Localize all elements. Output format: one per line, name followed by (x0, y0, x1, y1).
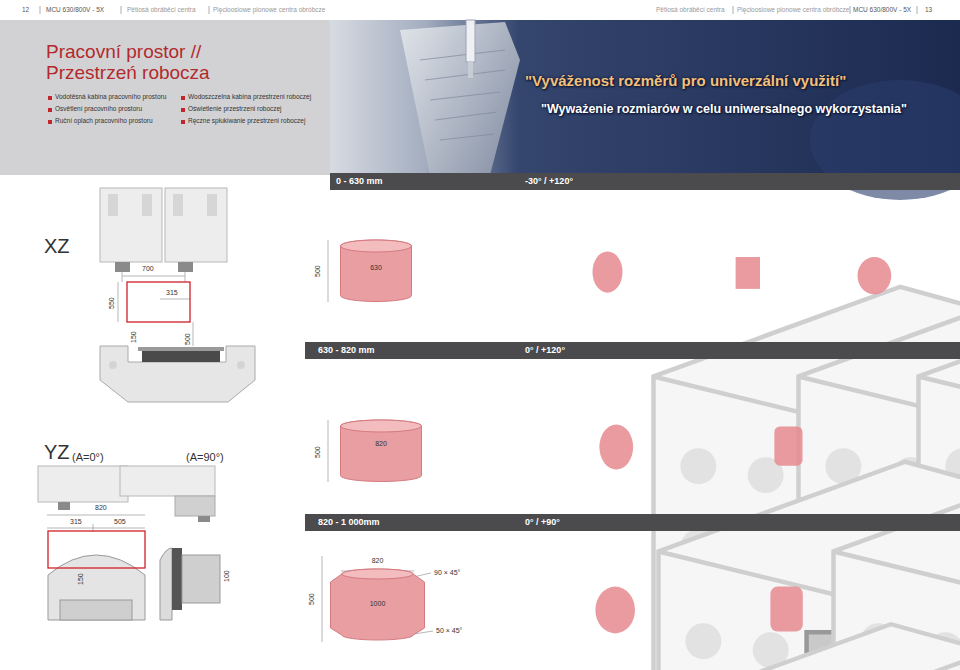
cylinder-top (341, 240, 412, 252)
feature-item: Wodoszczelna kabina przestrzeni roboczej (188, 94, 311, 101)
view-label: YZ (44, 442, 70, 462)
range-band: 0 - 630 mm -30° / +120° (330, 173, 960, 190)
feature-item: Ręczne spłukiwanie przestrzeni roboczej (188, 118, 305, 125)
band-text: 0° / +90° (525, 517, 560, 528)
slogan: "Vyváženost rozměrů pro univerzální využ… (525, 73, 846, 88)
dimension-value: 1000 (370, 600, 386, 608)
chamfer-note: 50 × 45° (436, 627, 462, 634)
view-label: (A=90°) (186, 452, 224, 463)
dimension-value: 700 (141, 265, 155, 272)
section-name: Pięcioosiowe pionowe centra obróbcze (213, 7, 325, 14)
band-text: 630 - 820 mm (318, 345, 375, 356)
dimension-value: 820 (94, 504, 108, 511)
cylinder-body (331, 569, 425, 640)
page-number: 12 (22, 7, 29, 14)
page-title: Pracovní prostor // Przestrzeń robocza (46, 42, 246, 84)
dimension-value: 500 (308, 593, 315, 605)
range-band: 630 - 820 mm 0° / +120° (305, 342, 960, 359)
dimension-value: 315 (70, 518, 82, 525)
dimension-value: 150 (77, 572, 84, 586)
feature-item: Vodotěsná kabina pracovního prostoru (55, 94, 166, 101)
cylinder-outline (330, 556, 425, 642)
feature-item: Ruční oplach pracovního prostoru (55, 118, 153, 125)
workpiece-cylinder: 820 (340, 420, 422, 482)
page-number: 13 (925, 7, 932, 14)
range-band: 820 - 1 000mm 0° / +90° (305, 514, 960, 531)
workpiece-cylinder: 820 1000 (330, 556, 425, 642)
dimension-value: 150 (130, 331, 137, 343)
dimension-value: 315 (165, 289, 179, 296)
view-label: (A=0°) (72, 452, 104, 463)
band-text: 0° / +120° (525, 345, 565, 356)
model-name: MCU 630/800V - 5X (46, 7, 104, 14)
section-name: Pětiosá obráběcí centra (127, 7, 196, 14)
dimension-value: 100 (223, 570, 230, 582)
cylinder-body (341, 240, 412, 302)
band-text: -30° / +120° (525, 176, 573, 187)
dimension-value: 820 (375, 440, 387, 448)
section-name: Pięcioosiowe pionowe centra obróbcze (737, 7, 849, 14)
cylinder-body (341, 420, 422, 482)
dimension-value: 630 (370, 264, 382, 272)
workpiece-cylinder: 630 (340, 240, 412, 302)
dimension-value: 820 (372, 557, 384, 565)
band-text: 820 - 1 000mm (318, 517, 380, 528)
chamfer-note: 90 × 45° (434, 569, 460, 576)
dimension-value: 500 (184, 333, 191, 345)
view-label: XZ (44, 236, 70, 256)
model-name: MCU 630/800V - 5X (853, 7, 911, 14)
dimension-value: 500 (314, 446, 321, 458)
dimension-value: 505 (114, 518, 126, 525)
dimension-value: 500 (314, 265, 321, 277)
cylinder-top (341, 420, 422, 432)
dimension-value: 550 (108, 297, 115, 309)
cylinder-top (342, 569, 413, 579)
section-name: Pětiosá obráběcí centra (656, 7, 725, 14)
feature-item: Oświetlenie przestrzeni roboczej (188, 106, 282, 113)
band-text: 0 - 630 mm (336, 176, 383, 187)
feature-item: Osvětlení pracovního prostoru (55, 106, 142, 113)
slogan: "Wyważenie rozmiarów w celu uniwersalneg… (541, 103, 907, 116)
cylinder-outline (340, 420, 422, 482)
